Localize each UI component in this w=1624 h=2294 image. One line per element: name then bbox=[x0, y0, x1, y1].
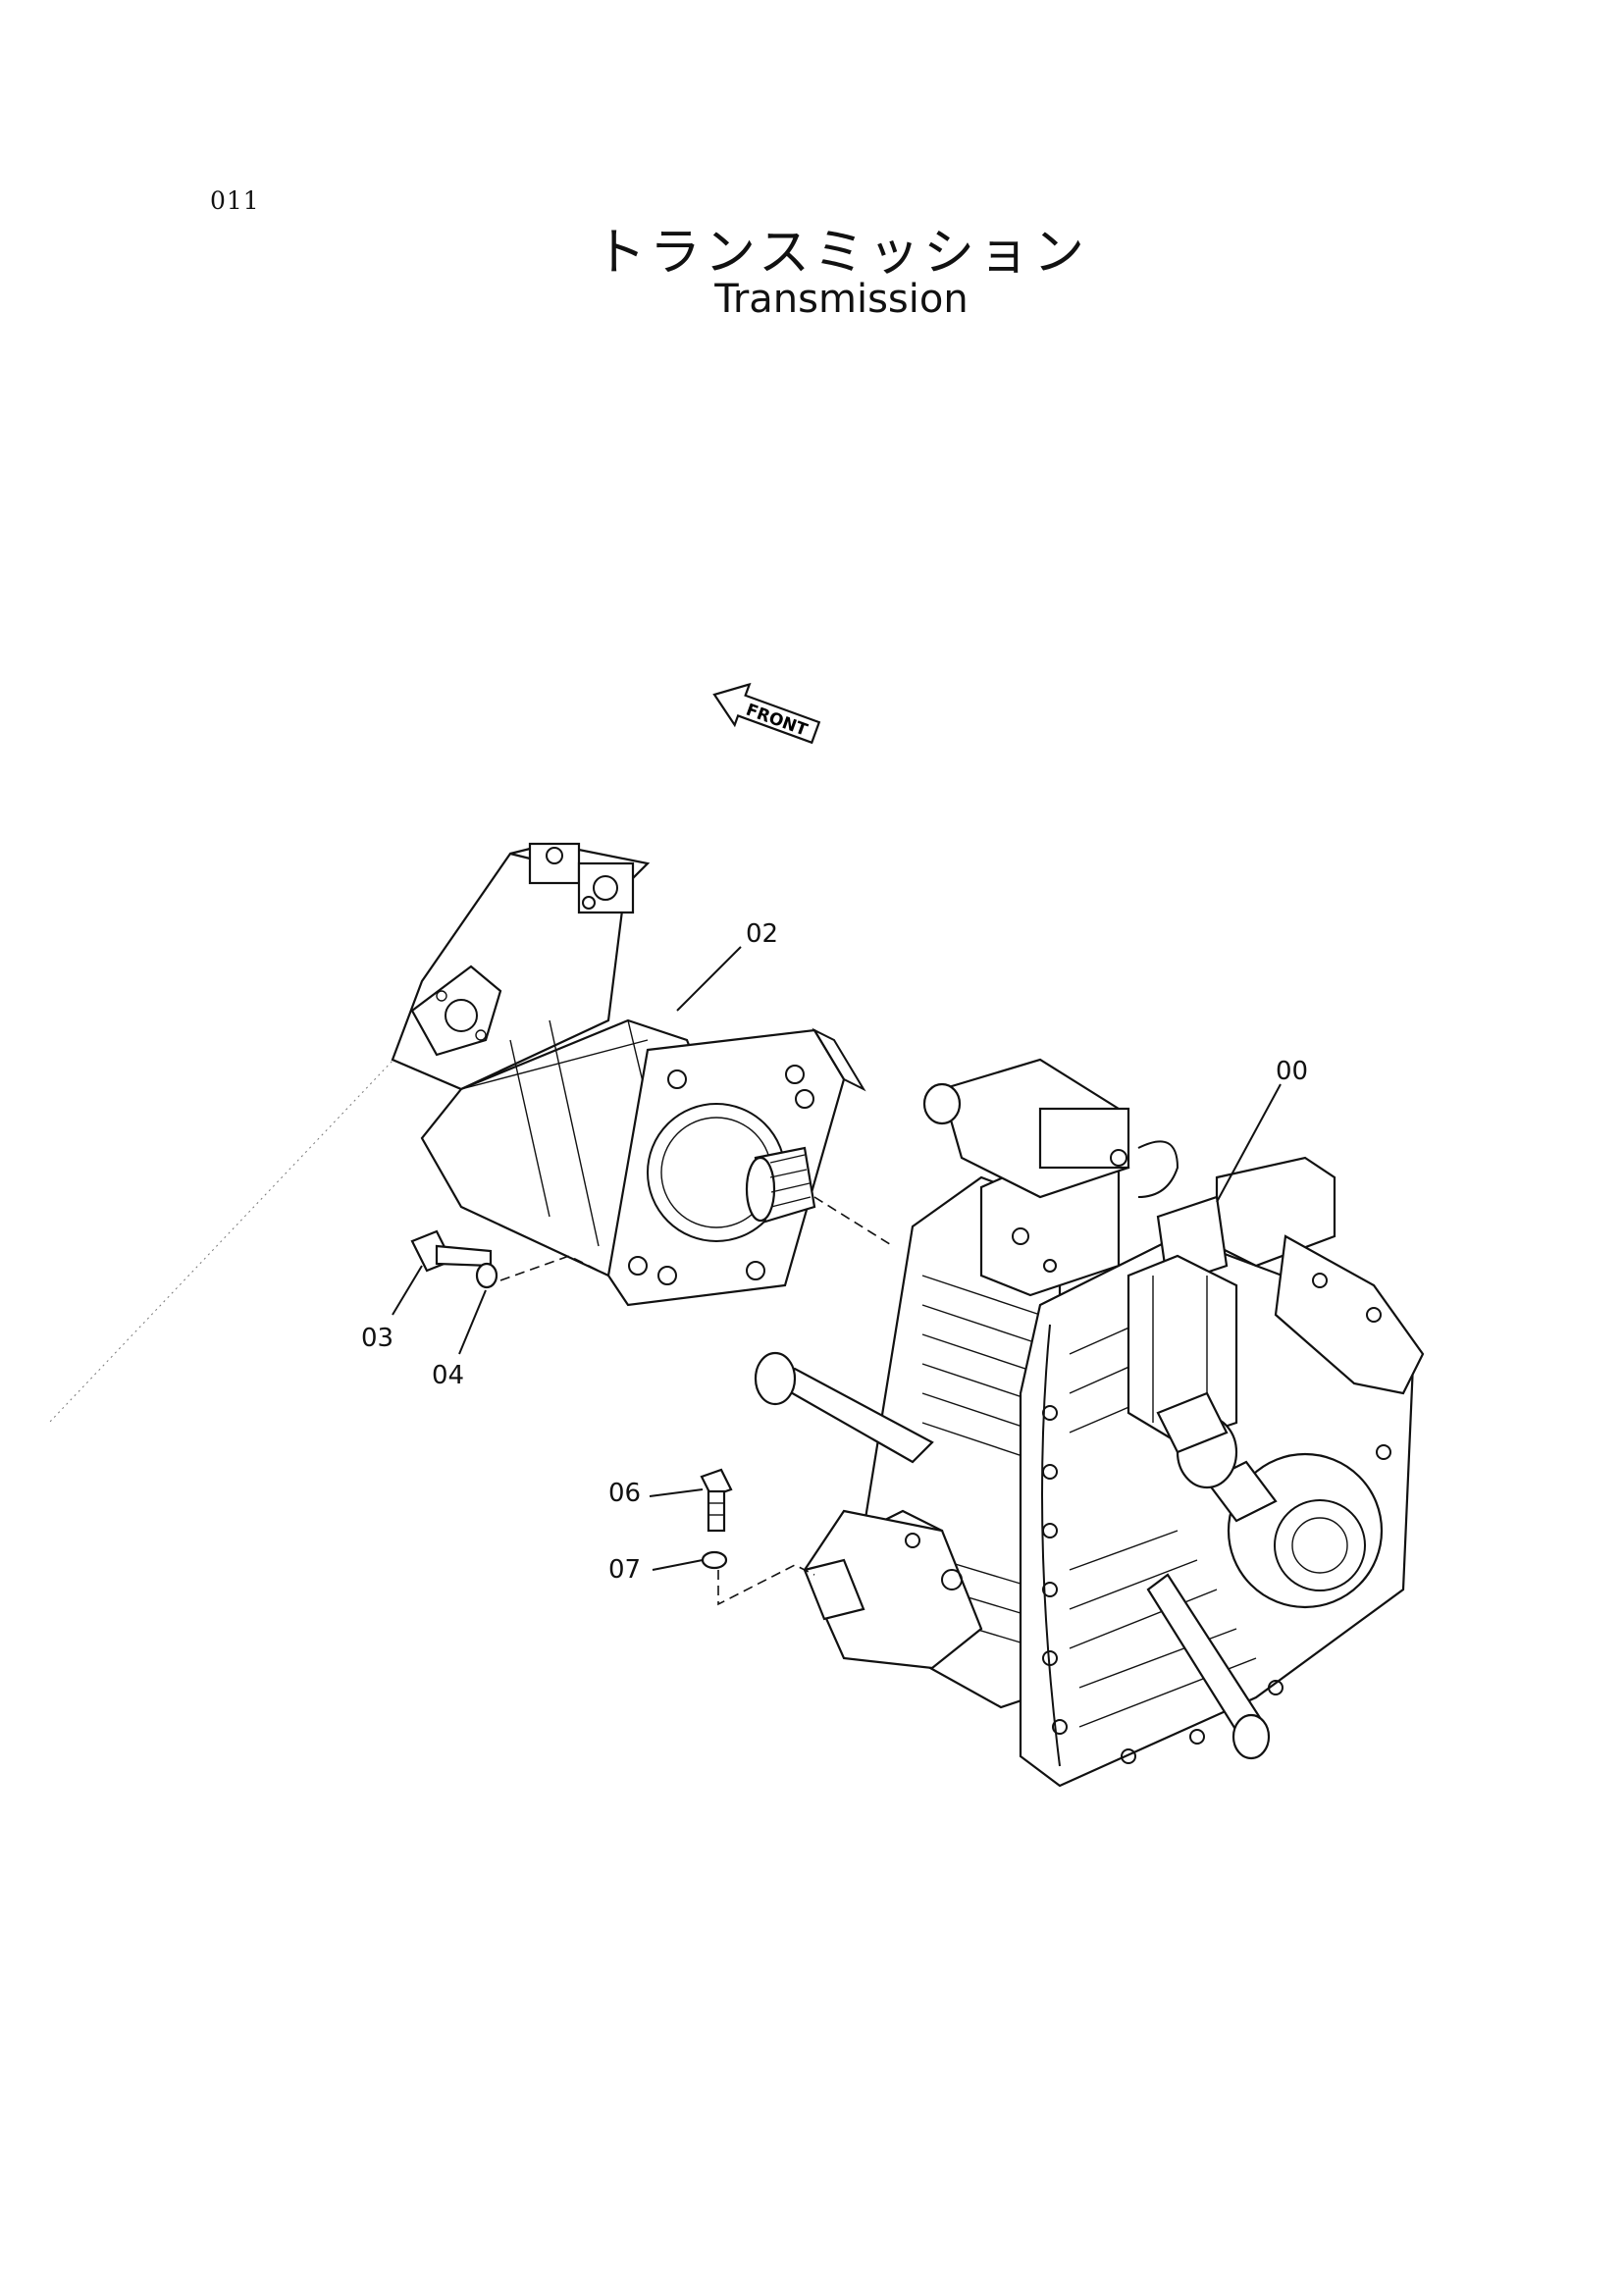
page-title-english: Transmission bbox=[714, 277, 969, 322]
leader-00 bbox=[1216, 1083, 1282, 1203]
transmission-assembly bbox=[754, 1058, 1425, 1788]
breather-pipe bbox=[754, 1351, 934, 1464]
front-arrow-icon: FRONT bbox=[712, 682, 821, 745]
washer-07 bbox=[701, 1550, 728, 1570]
leader-02 bbox=[676, 946, 742, 1012]
page-number: 011 bbox=[210, 186, 260, 215]
callout-07: 07 bbox=[608, 1555, 641, 1585]
callout-03: 03 bbox=[361, 1324, 393, 1353]
leader-06 bbox=[649, 1488, 704, 1497]
leader-07 bbox=[652, 1559, 704, 1571]
dotted-guide-line bbox=[48, 1039, 413, 1424]
callout-06: 06 bbox=[608, 1479, 641, 1508]
page-title-japanese: トランスミッション bbox=[595, 224, 1088, 283]
callout-04: 04 bbox=[432, 1361, 464, 1390]
callout-02: 02 bbox=[746, 919, 778, 949]
callout-00: 00 bbox=[1276, 1057, 1308, 1086]
travel-motor bbox=[391, 842, 866, 1307]
bolt-03 bbox=[410, 1229, 493, 1273]
leader-03 bbox=[392, 1265, 423, 1316]
bolt-06 bbox=[700, 1468, 733, 1533]
leader-04 bbox=[458, 1289, 487, 1355]
washer-04 bbox=[475, 1262, 498, 1289]
